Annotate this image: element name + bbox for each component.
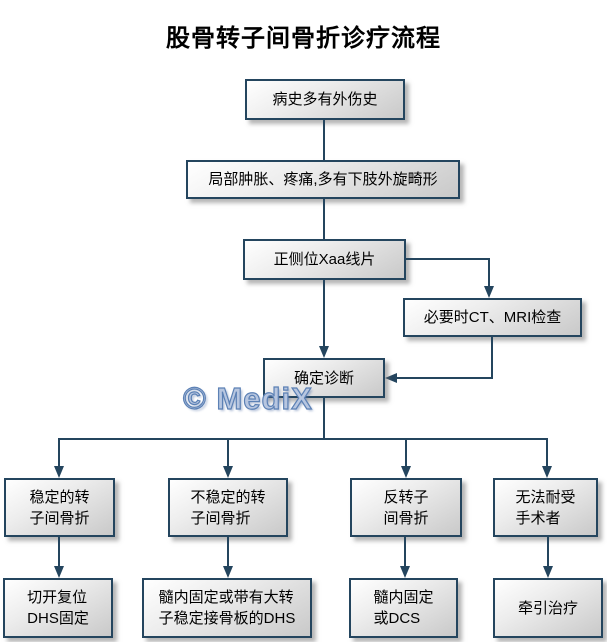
node-stable-line-1: 稳定的转 <box>29 488 90 506</box>
connector-drop-stable <box>58 438 60 466</box>
node-unstable-label: 不稳定的转 子间骨折 <box>190 487 265 529</box>
arrowhead-into-unstable-icon <box>223 466 233 478</box>
node-ctmri-label: 必要时CT、MRI检查 <box>423 309 562 326</box>
page-title: 股骨转子间骨折诊疗流程 <box>166 25 441 52</box>
node-stable-tx-box: 切开复位 DHS固定 <box>3 578 113 638</box>
node-stable-tx-line-1: 切开复位 <box>27 589 88 606</box>
connector-ctmri-diagnosis-v <box>491 337 493 378</box>
connector-drop-unstable <box>227 438 229 466</box>
node-reverse-tx-line-1: 髓内固定 <box>373 589 434 606</box>
connector-unstable-tx <box>227 537 229 566</box>
node-unstable-box: 不稳定的转 子间骨折 <box>168 478 288 537</box>
node-reverse-line-2: 间骨折 <box>383 509 429 527</box>
node-stable-tx-line-2: DHS固定 <box>27 610 89 627</box>
arrowhead-into-traction-tx-icon <box>543 566 553 578</box>
watermark: © MediX <box>182 380 313 416</box>
connector-stable-tx <box>58 537 60 566</box>
arrowhead-into-stable-icon <box>54 466 64 478</box>
node-stable-box: 稳定的转 子间骨折 <box>4 478 115 537</box>
arrowhead-into-intolerant-icon <box>542 466 552 478</box>
node-xray-label: 正侧位Xaa线片 <box>273 251 376 268</box>
node-unstable-line-2: 子间骨折 <box>190 509 251 527</box>
node-xray-box: 正侧位Xaa线片 <box>243 239 406 280</box>
node-diagnosis-label: 确定诊断 <box>293 369 354 387</box>
node-stable-line-2: 子间骨折 <box>29 509 90 527</box>
connector-xray-diagnosis <box>323 280 325 346</box>
node-unstable-tx-label: 髓内固定或带有大转 子稳定接骨板的DHS <box>159 587 296 629</box>
node-reverse-tx-line-2: 或DCS <box>373 610 421 627</box>
node-history-box: 病史多有外伤史 <box>245 79 405 120</box>
node-ctmri-box: 必要时CT、MRI检查 <box>403 298 582 337</box>
node-unstable-tx-box: 髓内固定或带有大转 子稳定接骨板的DHS <box>142 578 312 638</box>
connector-distribution-bar <box>58 438 548 440</box>
node-intolerant-line-1: 无法耐受 <box>515 488 576 506</box>
connector-drop-intolerant <box>546 438 548 466</box>
node-reverse-label: 反转子 间骨折 <box>383 487 428 529</box>
node-unstable-line-1: 不稳定的转 <box>190 488 266 506</box>
node-reverse-box: 反转子 间骨折 <box>350 478 462 537</box>
arrowhead-into-stable-tx-icon <box>54 566 64 578</box>
node-stable-tx-label: 切开复位 DHS固定 <box>27 587 89 629</box>
node-stable-label: 稳定的转 子间骨折 <box>29 487 89 529</box>
connector-drop-reverse <box>405 438 407 466</box>
node-symptoms-box: 局部肿胀、疼痛,多有下肢外旋畸形 <box>186 160 460 199</box>
arrowhead-into-unstable-tx-icon <box>223 566 233 578</box>
node-reverse-tx-box: 髓内固定 或DCS <box>349 578 458 638</box>
connector-xray-ctmri-h <box>406 258 490 260</box>
arrowhead-into-reverse-icon <box>401 466 411 478</box>
node-traction-tx-box: 牵引治疗 <box>493 578 603 638</box>
connector-xray-ctmri-v <box>488 258 490 286</box>
node-symptoms-label: 局部肿胀、疼痛,多有下肢外旋畸形 <box>208 171 438 188</box>
node-traction-tx-label: 牵引治疗 <box>517 599 578 617</box>
arrowhead-into-reverse-tx-icon <box>400 566 410 578</box>
connector-ctmri-diagnosis-h <box>397 377 493 379</box>
connector-reverse-tx <box>404 537 406 566</box>
node-diagnosis-box: 确定诊断 <box>263 358 385 398</box>
node-history-label: 病史多有外伤史 <box>272 91 378 108</box>
connector-diagnosis-trunk <box>323 398 325 440</box>
arrowhead-into-diagnosis-top-icon <box>319 346 329 358</box>
connector-history-symptoms <box>323 120 325 160</box>
node-unstable-tx-line-1: 髓内固定或带有大转 <box>158 589 294 606</box>
arrowhead-into-diagnosis-right-icon <box>385 373 397 383</box>
arrowhead-into-ctmri-icon <box>484 286 494 298</box>
node-unstable-tx-line-2: 子稳定接骨板的DHS <box>158 610 296 627</box>
connector-symptoms-xray <box>323 199 325 239</box>
node-reverse-tx-label: 髓内固定 或DCS <box>373 587 433 629</box>
node-reverse-line-1: 反转子 <box>383 488 429 506</box>
connector-traction-tx <box>547 537 549 566</box>
node-intolerant-line-2: 手术者 <box>515 509 561 527</box>
node-intolerant-label: 无法耐受 手术者 <box>515 487 575 529</box>
node-intolerant-box: 无法耐受 手术者 <box>493 478 598 537</box>
